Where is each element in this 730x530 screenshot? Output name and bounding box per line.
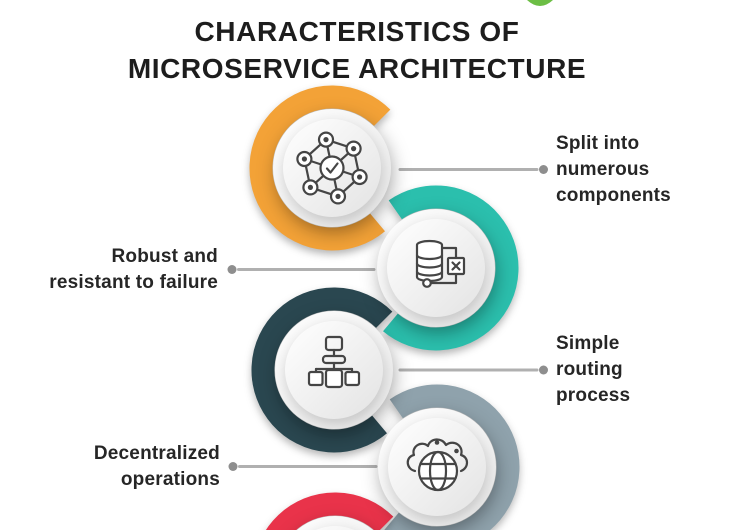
connector-dot xyxy=(539,165,548,174)
page-title-line2: MICROSERVICE ARCHITECTURE xyxy=(127,53,587,84)
step-label-simple-routing: Simple routing process xyxy=(556,333,631,406)
step-ring-2 xyxy=(383,185,519,351)
page-title: CHARACTERISTICS OF MICROSERVICE ARCHITEC… xyxy=(0,13,714,87)
sitemap-hierarchy-icon xyxy=(307,335,361,389)
step-ring-5 xyxy=(265,492,394,530)
step-label-split-components: Split into numerous components xyxy=(556,133,671,206)
connector-dot xyxy=(227,265,237,274)
step-label-robust-failure: Robust and resistant to failure xyxy=(49,246,218,293)
network-node xyxy=(296,131,368,205)
database-failover-icon xyxy=(415,239,466,288)
step-circle-5 xyxy=(296,516,374,530)
connector-dot xyxy=(228,462,238,471)
leaf-mark-icon xyxy=(527,0,553,6)
step-ring-1 xyxy=(249,85,391,251)
step-ring-4 xyxy=(384,384,520,530)
network-nodes-check-icon xyxy=(296,131,368,205)
step-label-decentralized-operations: Decentralized operations xyxy=(93,443,220,490)
connector-group xyxy=(227,165,548,471)
globe-cloud-icon xyxy=(406,438,469,492)
connector-dot xyxy=(539,365,548,375)
step-ring-3 xyxy=(251,287,393,453)
page-title-line1: CHARACTERISTICS OF xyxy=(194,16,520,47)
